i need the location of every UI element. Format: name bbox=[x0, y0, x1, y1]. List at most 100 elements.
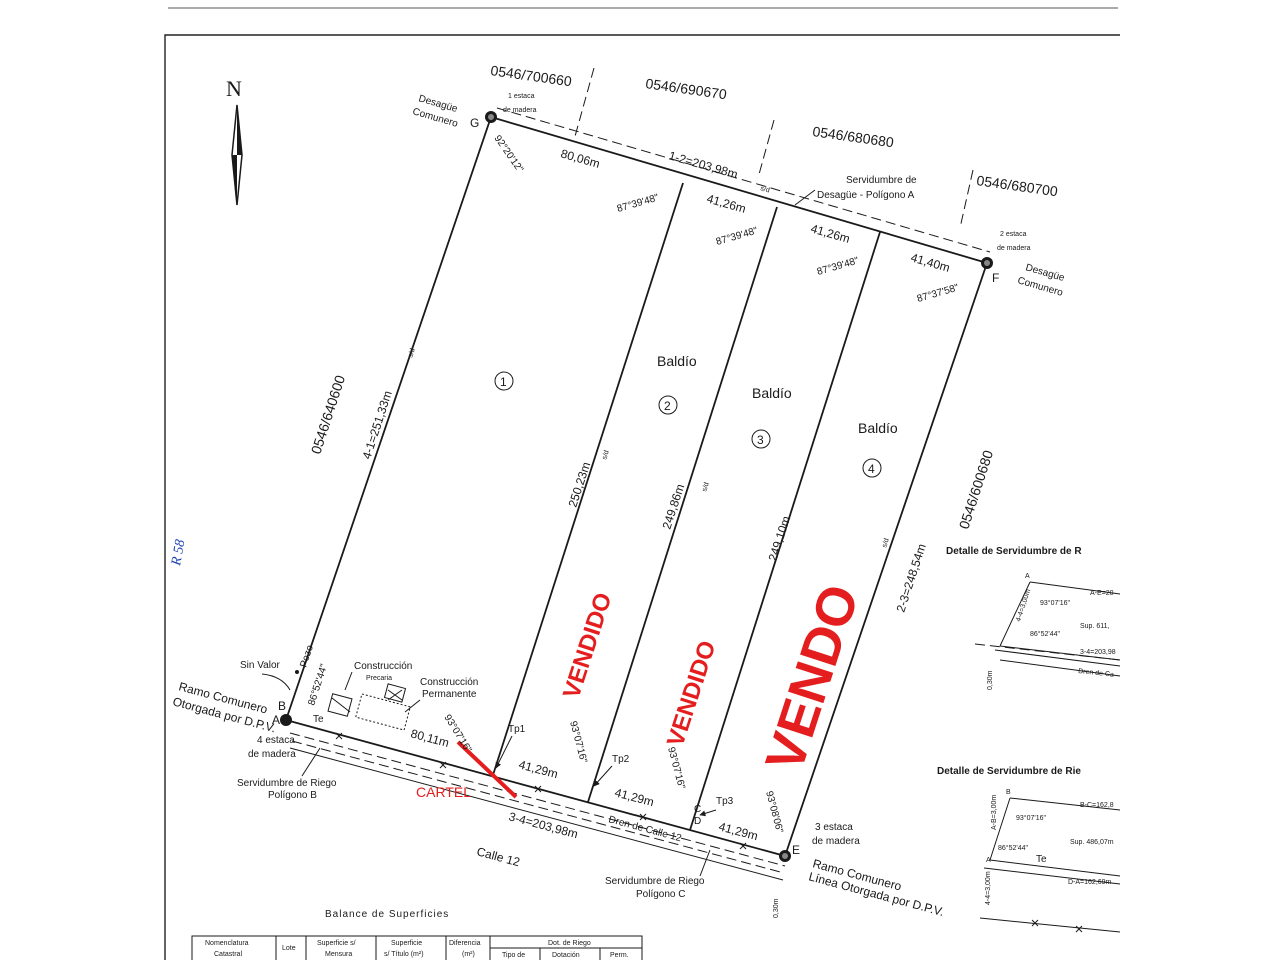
vertex-g-label: G bbox=[470, 116, 479, 130]
lot-number-1: 1 bbox=[494, 371, 514, 391]
te-left: Te bbox=[313, 714, 324, 725]
baldio-2: Baldío bbox=[657, 353, 697, 369]
vertex-a-label: A bbox=[272, 713, 280, 727]
stake-2-line-2: de madera bbox=[997, 245, 1031, 252]
lot-number-2: 2 bbox=[658, 395, 678, 415]
detail-servidumbre-1: Detalle de Servidumbre de R A A-E=20 4-4… bbox=[946, 546, 1121, 690]
svg-text:B-C=162,8: B-C=162,8 bbox=[1080, 802, 1114, 809]
svg-text:Superficie: Superficie bbox=[391, 940, 422, 947]
svg-text:Te: Te bbox=[1036, 854, 1047, 865]
constr-precaria-1: Construcción bbox=[354, 661, 412, 672]
dim-030-main: 0,30m bbox=[773, 898, 780, 918]
parcel-code-right: 0546/600680 bbox=[956, 448, 997, 531]
vertex-b-label: B bbox=[278, 699, 286, 713]
vendido-label-2: VENDIDO bbox=[662, 638, 721, 750]
svg-text:0,30m: 0,30m bbox=[987, 670, 994, 690]
stake-3-line-1: 3 estaca bbox=[815, 822, 853, 833]
building-permanente bbox=[355, 683, 411, 731]
svg-text:93°07'16": 93°07'16" bbox=[1040, 599, 1070, 607]
side-left-sd: s/d bbox=[407, 347, 417, 358]
detail-1-title: Detalle de Servidumbre de R bbox=[946, 546, 1082, 557]
lot-3-length: 249,86m bbox=[660, 482, 688, 531]
building-precaria bbox=[327, 693, 353, 717]
angle-g: 92°20'12" bbox=[492, 133, 526, 175]
riego-line-3 bbox=[289, 747, 784, 881]
svg-text:Superficie s/: Superficie s/ bbox=[317, 940, 356, 947]
sheet-frame bbox=[164, 34, 1120, 960]
lot-number-4: 4 bbox=[862, 458, 882, 478]
cartel-label: CARTEL bbox=[416, 784, 471, 800]
stake-4-line-2: de madera bbox=[248, 749, 296, 760]
dren-x-marks bbox=[335, 732, 747, 850]
stake-4-line-1: 4 estaca bbox=[257, 735, 295, 746]
segment-80-06: 80,06m bbox=[559, 146, 601, 170]
svg-text:Sup. 486,07m: Sup. 486,07m bbox=[1070, 839, 1114, 846]
north-arrow: N bbox=[226, 76, 243, 206]
svg-text:Perm.: Perm. bbox=[610, 952, 629, 959]
top-sd: s/d bbox=[759, 185, 770, 194]
lot-divider-3 bbox=[689, 231, 881, 831]
vertex-f-label: F bbox=[992, 271, 999, 285]
lot-number-3: 3 bbox=[751, 429, 771, 449]
lot-3-sd: s/d bbox=[701, 481, 711, 492]
svg-text:Lote: Lote bbox=[282, 945, 296, 952]
neighbor-boundary-3 bbox=[959, 169, 974, 229]
svg-text:(m²): (m²) bbox=[462, 951, 475, 958]
lot-2-sd: s/d bbox=[601, 449, 611, 460]
vertex-a-marker bbox=[280, 714, 292, 726]
parcel-code-3: 0546/680680 bbox=[812, 123, 895, 150]
bottom-total: 3-4=203,98m bbox=[507, 809, 579, 841]
svg-text:Dren de Ca: Dren de Ca bbox=[1078, 668, 1114, 679]
serv-pointer bbox=[794, 189, 816, 206]
property-boundary bbox=[284, 115, 989, 858]
vendo-label: VENDO bbox=[754, 578, 870, 779]
riego-line-1 bbox=[289, 732, 786, 867]
serv-riego-b-1: Servidumbre de Riego bbox=[237, 778, 337, 789]
constr-permanente-1: Construcción bbox=[420, 677, 478, 688]
riego-line-2 bbox=[291, 740, 785, 874]
segment-a: 41,26m bbox=[705, 191, 747, 215]
stake-1-line-1: 1 estaca bbox=[508, 93, 535, 100]
parcel-code-1: 0546/700660 bbox=[490, 62, 573, 89]
svg-text:4-4=3,00m: 4-4=3,00m bbox=[985, 871, 992, 905]
baldio-3: Baldío bbox=[752, 385, 792, 401]
calle-12: Calle 12 bbox=[475, 844, 521, 869]
svg-text:B: B bbox=[1006, 789, 1011, 796]
north-letter: N bbox=[226, 76, 242, 101]
svg-text:4: 4 bbox=[868, 462, 875, 476]
svg-text:2: 2 bbox=[664, 399, 671, 413]
svg-text:Diferencia: Diferencia bbox=[449, 940, 481, 947]
svg-text:Dotación: Dotación bbox=[552, 952, 580, 959]
top-easement-line bbox=[496, 107, 991, 253]
lot-2-length: 250,23m bbox=[566, 460, 594, 509]
angle-a: 87°39'48" bbox=[616, 192, 661, 215]
tp2-label: Tp2 bbox=[612, 754, 630, 765]
side-right-sd: s/d bbox=[881, 537, 891, 548]
tp3-label: Tp3 bbox=[716, 796, 734, 807]
serv-riego-c-2: Polígono C bbox=[636, 889, 685, 900]
detail-servidumbre-2: Detalle de Servidumbre de Rie B A B-C=16… bbox=[937, 766, 1121, 933]
side-right-length: 2-3=248,54m bbox=[894, 542, 929, 614]
parcel-code-left: 0546/640600 bbox=[308, 373, 349, 456]
baldio-4: Baldío bbox=[858, 420, 898, 436]
sin-valor: Sin Valor bbox=[240, 660, 281, 671]
serv-desague-1: Servidumbre de bbox=[846, 175, 917, 186]
cartel-mark bbox=[456, 740, 518, 799]
serv-riego-c-1: Servidumbre de Riego bbox=[605, 876, 705, 887]
neighbor-boundary-2 bbox=[757, 119, 775, 179]
parcel-code-2: 0546/690670 bbox=[645, 75, 728, 102]
balance-title: Balance de Superficies bbox=[325, 909, 449, 920]
angle-f: 87°37'58" bbox=[916, 282, 961, 305]
margin-note: R 58 bbox=[169, 538, 188, 567]
svg-text:3: 3 bbox=[757, 433, 764, 447]
svg-text:D-A=162,69m: D-A=162,69m bbox=[1068, 879, 1112, 886]
sin-valor-leader bbox=[261, 673, 291, 691]
svg-text:A-B=3,00m: A-B=3,00m bbox=[991, 795, 998, 830]
svg-text:Tipo de: Tipo de bbox=[502, 952, 525, 959]
svg-text:3-4=203,98: 3-4=203,98 bbox=[1080, 649, 1116, 656]
neighbor-boundary-1 bbox=[573, 67, 595, 141]
vertex-e-label: E bbox=[792, 843, 800, 857]
segment-80-11: 80,11m bbox=[409, 726, 450, 750]
lot-divider-1 bbox=[492, 182, 684, 776]
